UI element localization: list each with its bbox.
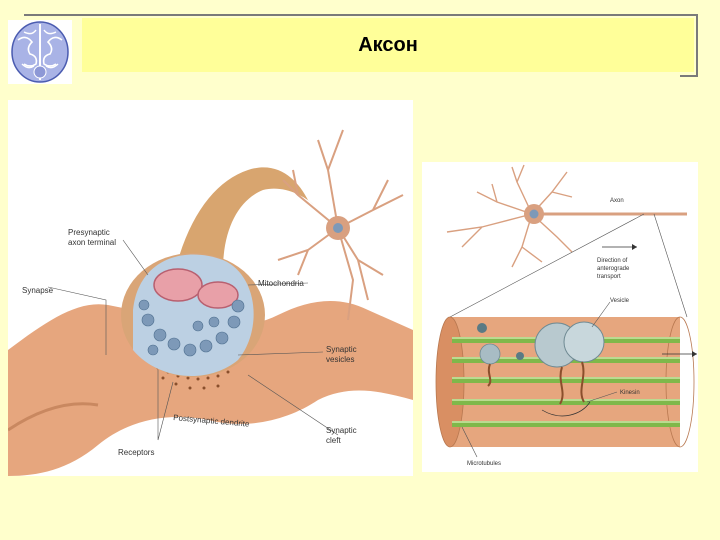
- label-microtubules: Microtubules: [467, 461, 501, 467]
- header-border-right: [696, 14, 698, 76]
- label-synapse: Synapse: [22, 286, 54, 295]
- label-mitochondria: Mitochondria: [258, 279, 304, 288]
- header-border-bottom: [680, 75, 698, 77]
- label-cleft-1: Synaptic: [326, 426, 357, 435]
- slide-title: Аксон: [82, 18, 694, 72]
- axonal-transport-illustration: Axon Direction of anterograde transport …: [422, 162, 698, 472]
- label-vesicles-2: vesicles: [326, 355, 354, 364]
- label-kinesin: Kinesin: [620, 390, 640, 396]
- label-vesicle: Vesicle: [610, 298, 630, 304]
- brain-logo-icon: [8, 20, 72, 84]
- label-vesicles-1: Synaptic: [326, 345, 357, 354]
- label-cleft-2: cleft: [326, 436, 341, 445]
- label-presynaptic-1: Presynaptic: [68, 228, 110, 237]
- label-presynaptic-2: axon terminal: [68, 238, 116, 247]
- label-direction-2: anterograde: [597, 266, 630, 272]
- synapse-illustration: Presynaptic axon terminal Synapse Mitoch…: [8, 100, 413, 476]
- label-direction-1: Direction of: [597, 258, 628, 264]
- label-receptors: Receptors: [118, 448, 154, 457]
- label-direction-3: transport: [597, 274, 621, 280]
- label-axon: Axon: [610, 198, 624, 204]
- header-border-top: [24, 14, 698, 16]
